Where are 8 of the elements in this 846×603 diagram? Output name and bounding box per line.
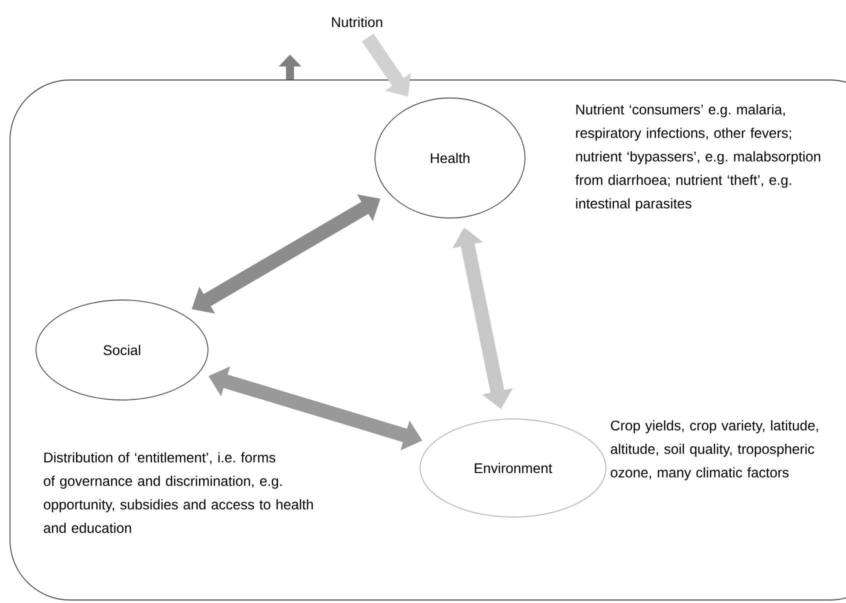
- ellipse-node: Environment: [420, 418, 606, 518]
- description-text: Nutrient ‘consumers’ e.g. malaria, respiratory infections, other fevers; nutrient ‘bypassers’, e.g. malabsorption from diarrhoea; nutrient ‘theft’, e.g. intestinal parasites: [575, 104, 820, 212]
- description-text: Distribution of ‘entitlement’, i.e. forms of governance and discrimination, e.g. opportunity, subsidies and access to health and education: [44, 452, 313, 533]
- description-text: Crop yields, crop variety, latitude, altitude, soil quality, tropospheric ozone, many climatic factors: [610, 420, 818, 480]
- ellipse-node: Social: [36, 300, 208, 400]
- frame-box: [10, 80, 846, 600]
- heading-text: Nutrition: [332, 16, 382, 28]
- ellipse-node: Health: [374, 98, 526, 218]
